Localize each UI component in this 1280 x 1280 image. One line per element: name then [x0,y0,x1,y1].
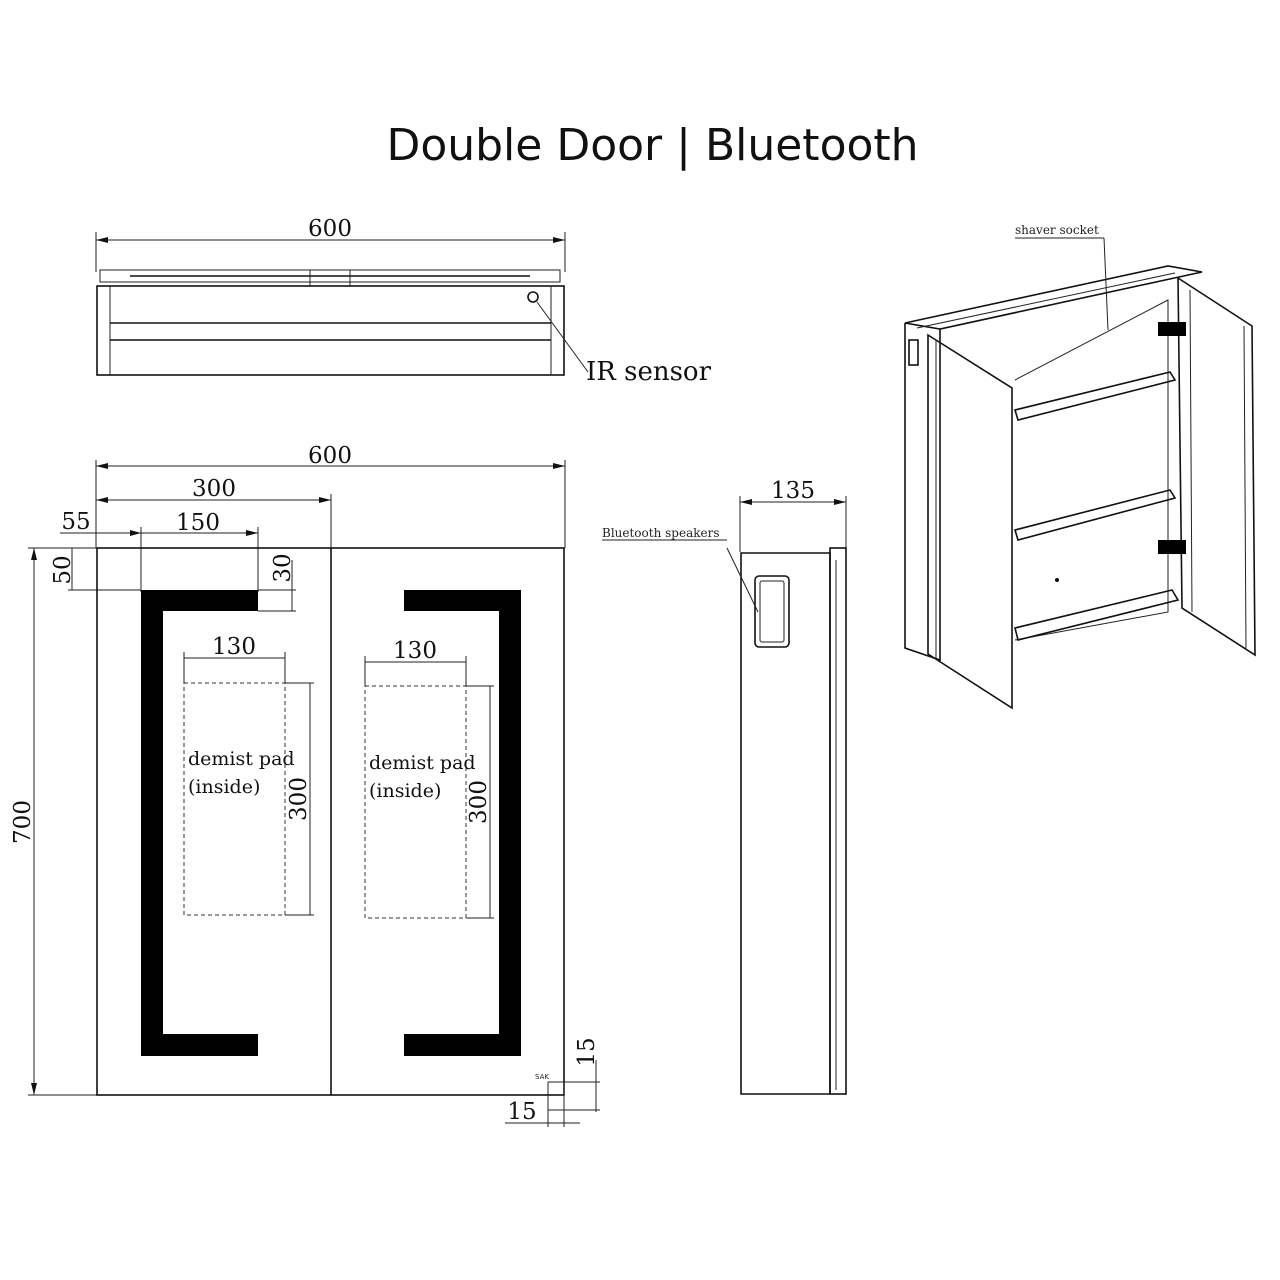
left-pad-width-label: 130 [212,634,256,660]
gap-vertical-label: 15 [574,1037,600,1066]
right-led-strip [404,590,521,1056]
ir-sensor-label: IR sensor [586,357,712,387]
right-pad-width-label: 130 [393,638,437,664]
led-offset-label: 55 [61,509,90,535]
height-label: 700 [10,800,36,844]
front-width-label: 600 [308,443,352,469]
lower-hinge-icon [1158,540,1186,554]
right-demist-pad [364,685,467,919]
bluetooth-speakers-label: Bluetooth speakers [602,526,720,540]
left-pad-height-label: 300 [286,777,312,821]
left-pad-text-2: (inside) [188,776,260,798]
top-view: 600 IR sensor [95,216,712,387]
detail-marker: SAK [535,1073,549,1081]
door-width-label: 300 [192,476,236,502]
gap-horizontal-label: 15 [507,1099,536,1125]
top-width-label: 600 [308,216,352,242]
top-margin-label: 50 [50,555,76,584]
shaver-socket-label: shaver socket [1015,223,1099,237]
led-top-length-label: 150 [176,510,220,536]
side-view: 135 Bluetooth speakers [602,478,847,1095]
depth-label: 135 [771,478,815,504]
upper-hinge-icon [1158,322,1186,336]
right-pad-text-1: demist pad [369,752,476,774]
left-led-strip [141,590,258,1056]
iso-view: shaver socket [904,223,1256,710]
right-pad-height-label: 300 [466,780,492,824]
left-demist-pad [183,682,286,916]
ir-sensor-icon [527,291,539,303]
led-thickness-label: 30 [270,553,296,582]
page-title: Double Door | Bluetooth [386,120,919,171]
right-pad-text-2: (inside) [369,780,441,802]
bluetooth-speaker-icon [754,575,790,648]
left-pad-text-1: demist pad [188,748,295,770]
front-view: 600 300 55 150 50 30 700 [10,443,600,1127]
